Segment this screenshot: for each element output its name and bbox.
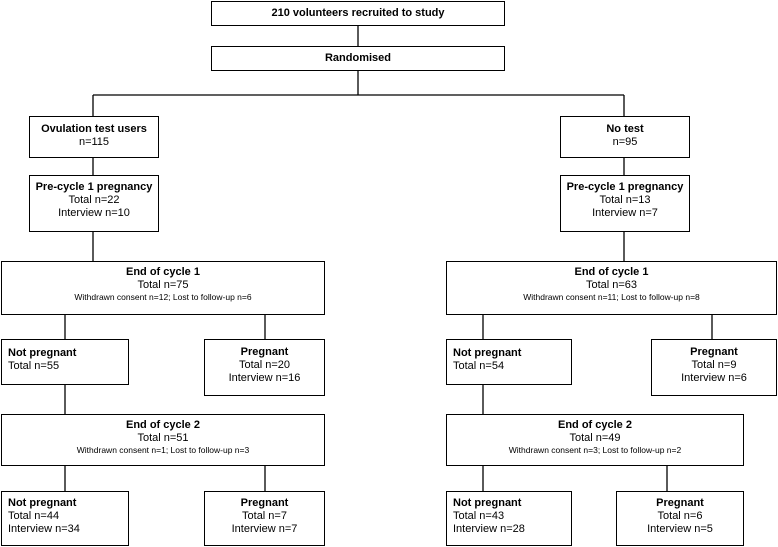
recruited-box: 210 volunteers recruited to study [211, 1, 505, 26]
right-c2-pregnant-title: Pregnant [656, 497, 704, 509]
right-precycle-title: Pre-cycle 1 pregnancy [566, 181, 684, 193]
left-cycle1-title: End of cycle 1 [126, 266, 200, 278]
right-group-n: n=95 [612, 136, 638, 148]
left-c1-notpregnant-box: Not pregnant Total n=55 [1, 339, 129, 385]
right-cycle2-box: End of cycle 2 Total n=49 Withdrawn cons… [446, 414, 744, 466]
left-c2-pregnant-box: Pregnant Total n=7 Interview n=7 [204, 491, 325, 546]
right-c2-notpregnant-interview: Interview n=28 [453, 523, 525, 535]
left-c2-notpregnant-interview: Interview n=34 [8, 523, 80, 535]
left-precycle-total: Total n=22 [68, 194, 120, 206]
left-c1-notpregnant-total: Total n=55 [8, 360, 60, 372]
right-cycle1-note: Withdrawn consent n=11; Lost to follow-u… [523, 292, 700, 302]
left-cycle2-title: End of cycle 2 [126, 419, 200, 431]
right-c2-notpregnant-box: Not pregnant Total n=43 Interview n=28 [446, 491, 572, 546]
right-precycle-total: Total n=13 [599, 194, 651, 206]
right-c1-pregnant-total: Total n=9 [691, 359, 737, 371]
left-cycle2-box: End of cycle 2 Total n=51 Withdrawn cons… [1, 414, 325, 466]
right-c2-pregnant-box: Pregnant Total n=6 Interview n=5 [616, 491, 744, 546]
right-cycle2-title: End of cycle 2 [558, 419, 632, 431]
left-group-box: Ovulation test users n=115 [29, 116, 159, 158]
right-c1-pregnant-title: Pregnant [690, 346, 738, 358]
left-c1-pregnant-title: Pregnant [240, 346, 289, 358]
right-c1-notpregnant-box: Not pregnant Total n=54 [446, 339, 572, 385]
right-c2-pregnant-interview: Interview n=5 [647, 523, 713, 535]
right-c2-notpregnant-title: Not pregnant [453, 497, 522, 509]
left-precycle-title: Pre-cycle 1 pregnancy [35, 181, 153, 193]
right-c1-pregnant-box: Pregnant Total n=9 Interview n=6 [651, 339, 777, 396]
left-c2-notpregnant-total: Total n=44 [8, 510, 60, 522]
left-cycle2-total: Total n=51 [137, 432, 189, 444]
right-cycle2-note: Withdrawn consent n=3; Lost to follow-up… [508, 445, 682, 455]
left-cycle1-note: Withdrawn consent n=12; Lost to follow-u… [74, 292, 252, 302]
right-cycle1-box: End of cycle 1 Total n=63 Withdrawn cons… [446, 261, 777, 315]
left-cycle1-total: Total n=75 [137, 279, 189, 291]
left-c2-pregnant-title: Pregnant [240, 497, 289, 509]
recruited-label: 210 volunteers recruited to study [271, 7, 445, 19]
right-c1-notpregnant-title: Not pregnant [453, 347, 522, 359]
right-c1-pregnant-interview: Interview n=6 [681, 372, 747, 384]
left-c1-pregnant-interview: Interview n=16 [228, 372, 301, 384]
left-c2-pregnant-interview: Interview n=7 [231, 523, 298, 535]
left-precycle-interview: Interview n=10 [58, 207, 130, 219]
left-cycle2-note: Withdrawn consent n=1; Lost to follow-up… [76, 445, 250, 455]
right-c2-notpregnant-total: Total n=43 [453, 510, 505, 522]
right-group-box: No test n=95 [560, 116, 690, 158]
randomised-box: Randomised [211, 46, 505, 71]
left-c1-notpregnant-title: Not pregnant [8, 347, 77, 359]
right-group-title: No test [606, 123, 644, 135]
left-c1-pregnant-box: Pregnant Total n=20 Interview n=16 [204, 339, 325, 396]
left-group-n: n=115 [78, 136, 110, 148]
right-precycle-interview: Interview n=7 [592, 207, 658, 219]
right-cycle1-total: Total n=63 [585, 279, 638, 291]
left-c2-pregnant-total: Total n=7 [242, 510, 287, 522]
right-cycle1-title: End of cycle 1 [574, 266, 649, 278]
left-c2-notpregnant-box: Not pregnant Total n=44 Interview n=34 [1, 491, 129, 546]
left-precycle-box: Pre-cycle 1 pregnancy Total n=22 Intervi… [29, 175, 159, 232]
right-precycle-box: Pre-cycle 1 pregnancy Total n=13 Intervi… [560, 175, 690, 232]
left-c1-pregnant-total: Total n=20 [238, 359, 291, 371]
right-c2-pregnant-total: Total n=6 [657, 510, 703, 522]
randomised-label: Randomised [324, 52, 391, 64]
left-cycle1-box: End of cycle 1 Total n=75 Withdrawn cons… [1, 261, 325, 315]
left-c2-notpregnant-title: Not pregnant [8, 497, 77, 509]
left-group-title: Ovulation test users [41, 123, 147, 135]
right-cycle2-total: Total n=49 [569, 432, 621, 444]
right-c1-notpregnant-total: Total n=54 [453, 360, 505, 372]
